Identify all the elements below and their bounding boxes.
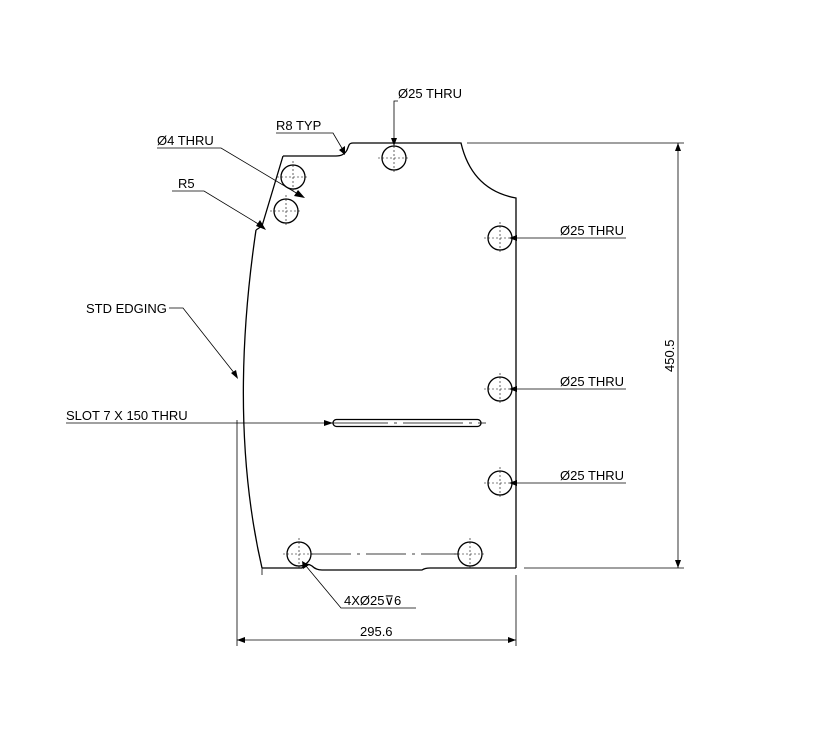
leader-r5	[172, 190, 266, 230]
leader-hole-right-1	[509, 235, 626, 241]
leader-slot	[66, 420, 333, 426]
leader-hole-right-3	[509, 480, 626, 486]
callout-hole-right-2: Ø25 THRU	[560, 374, 624, 389]
callout-hole-4: Ø4 THRU	[157, 133, 214, 148]
dimension-width	[236, 420, 517, 646]
leader-bottom-holes	[302, 561, 416, 609]
hole-top-dia25	[378, 142, 410, 174]
hole-upper-left-b	[270, 195, 302, 227]
leader-std-edging	[169, 307, 238, 379]
part-outline	[242, 142, 517, 575]
callout-slot: SLOT 7 X 150 THRU	[66, 408, 188, 423]
callout-hole-top: Ø25 THRU	[398, 86, 462, 101]
leader-hole-4	[157, 147, 305, 198]
hole-bottom-right	[454, 538, 486, 570]
callout-bottom-holes: 4XØ25⊽6	[344, 593, 401, 608]
callout-r5: R5	[178, 176, 195, 191]
callout-std-edging: STD EDGING	[86, 301, 167, 316]
dimension-height-value: 450.5	[662, 339, 677, 372]
dimension-width-value: 295.6	[360, 624, 393, 639]
dimension-height	[467, 142, 684, 569]
leader-r8	[276, 132, 345, 155]
hole-upper-left-a	[277, 161, 309, 193]
callout-hole-right-1: Ø25 THRU	[560, 223, 624, 238]
slot	[328, 418, 486, 428]
leader-hole-top	[391, 100, 398, 146]
callout-hole-right-3: Ø25 THRU	[560, 468, 624, 483]
callout-r8-typ: R8 TYP	[276, 118, 321, 133]
leader-hole-right-2	[509, 386, 626, 392]
